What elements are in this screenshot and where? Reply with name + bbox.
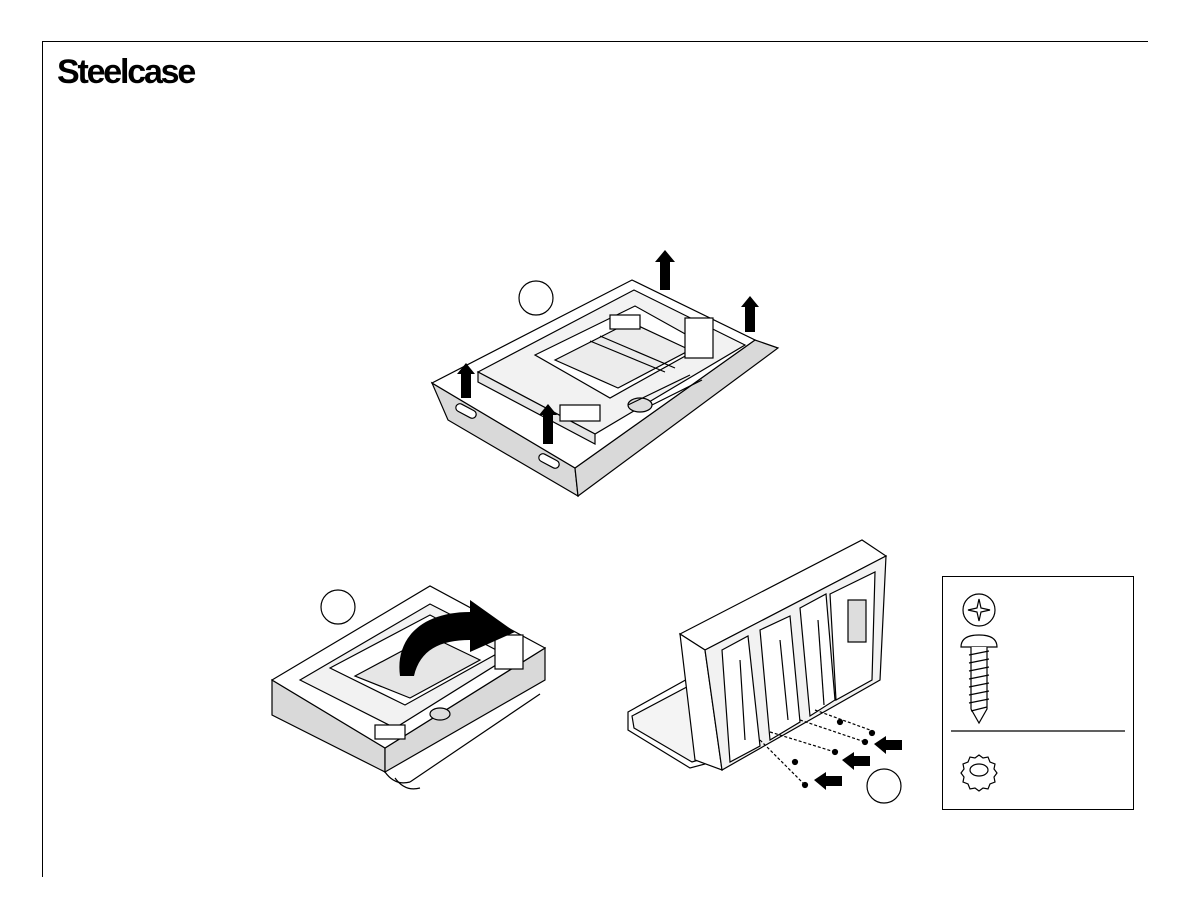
phillips-screw-icon: [961, 594, 997, 723]
up-arrow-icon: [655, 250, 675, 290]
left-arrow-icon: [874, 736, 902, 754]
step-1-callout-circle: [519, 281, 553, 315]
step-2-callout-circle: [321, 590, 355, 624]
hardware-legend-box: [942, 576, 1134, 810]
star-lock-washer-icon: [961, 755, 997, 791]
up-arrow-icon: [741, 296, 759, 332]
left-arrow-icon: [842, 752, 870, 770]
left-arrow-icon: [814, 772, 842, 790]
step-1-illustration: [432, 280, 778, 496]
step-3-callout-circle: [867, 769, 901, 803]
hardware-legend-drawing: [943, 577, 1133, 809]
step-2-illustration: [272, 586, 545, 789]
